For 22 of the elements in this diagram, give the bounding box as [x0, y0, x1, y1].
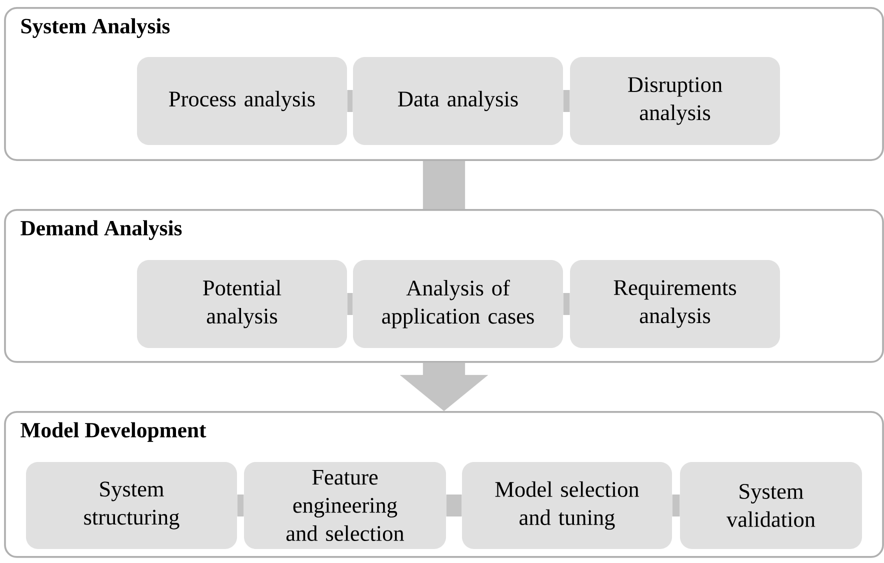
connector: [446, 494, 462, 516]
section-heading: Demand Analysis: [20, 220, 182, 240]
connector: [672, 494, 680, 516]
connector: [400, 362, 488, 412]
connector: [422, 160, 466, 210]
section-heading: Model Development: [20, 422, 206, 442]
process-box: Requirements analysis: [570, 260, 780, 348]
process-box: Disruption analysis: [570, 57, 780, 145]
section-heading: System Analysis: [21, 18, 170, 38]
process-box: Data analysis: [353, 57, 563, 145]
process-box: Process analysis: [137, 57, 347, 145]
connector: [347, 90, 353, 112]
process-box: Feature engineering and selection: [244, 462, 446, 549]
process-box: System validation: [680, 462, 862, 549]
process-box: Model selection and tuning: [462, 462, 672, 549]
process-box: System structuring: [26, 462, 238, 549]
process-box: Potential analysis: [137, 260, 347, 348]
connector: [563, 90, 570, 112]
connector: [347, 293, 353, 315]
connector: [563, 293, 570, 315]
process-box: Analysis of application cases: [353, 260, 563, 348]
connector: [237, 494, 244, 516]
